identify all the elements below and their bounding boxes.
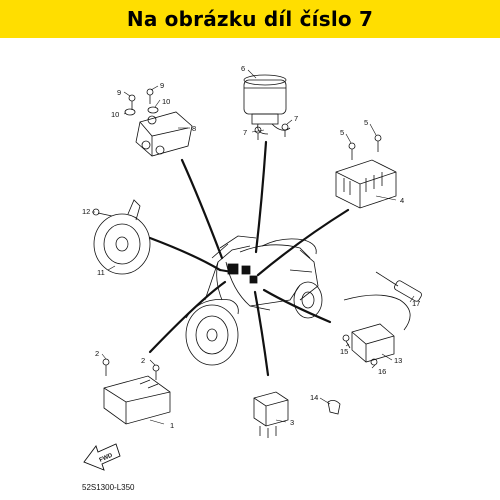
bolt-12 (92, 208, 113, 217)
part-3-relay (253, 391, 289, 438)
bolt-5a (348, 142, 356, 160)
callout-10a: 10 (111, 110, 119, 119)
bolt-16 (370, 358, 378, 366)
bolt-2b (152, 364, 160, 380)
scooter-illustration (185, 235, 323, 366)
fwd-label: FWD (99, 452, 115, 463)
callout-14: 14 (310, 393, 318, 402)
part-11-horn (92, 199, 151, 275)
part-14-clip (327, 400, 341, 415)
callout-3: 3 (290, 418, 294, 427)
bolt-7a (254, 126, 262, 140)
bolt-7b (281, 123, 289, 137)
fwd-arrow-icon: FWD (83, 443, 121, 471)
callout-7b: 7 (294, 114, 298, 123)
callout-10b: 10 (162, 97, 170, 106)
callout-ticks (92, 69, 415, 425)
callout-8: 8 (192, 124, 196, 133)
callout-13: 13 (394, 356, 402, 365)
callout-15: 15 (340, 347, 348, 356)
callout-5a: 5 (340, 128, 344, 137)
callout-9b: 9 (160, 81, 164, 90)
callout-2b: 2 (141, 356, 145, 365)
callout-17: 17 (412, 299, 420, 308)
part-6-relay (243, 74, 291, 140)
callout-12: 12 (82, 207, 90, 216)
callout-7a: 7 (243, 128, 247, 137)
part-8-bracket (124, 88, 193, 157)
title-text: Na obrázku díl číslo 7 (126, 7, 374, 31)
callout-5b: 5 (364, 118, 368, 127)
bolt-9a (128, 94, 136, 110)
callout-4: 4 (400, 196, 404, 205)
part-4-regulator (335, 134, 397, 209)
drawing-code: 52S1300-L350 (82, 483, 135, 492)
bolt-5b (374, 134, 382, 152)
callout-11: 11 (97, 268, 105, 277)
part-1-cdi (102, 358, 171, 425)
leader-lines (148, 140, 350, 377)
callout-9a: 9 (117, 88, 121, 97)
callout-1: 1 (170, 421, 174, 430)
part-17-plug-cap (375, 271, 422, 302)
bolt-9b (146, 88, 154, 104)
callout-16: 16 (378, 367, 386, 376)
bolt-2a (102, 358, 110, 376)
title-banner: Na obrázku díl číslo 7 (0, 0, 500, 38)
callout-6: 6 (241, 64, 245, 73)
callout-labels: 1 2 2 3 4 5 5 6 7 7 8 9 9 10 10 11 12 13… (82, 64, 420, 430)
part-13-coil (342, 271, 422, 366)
callout-2a: 2 (95, 349, 99, 358)
